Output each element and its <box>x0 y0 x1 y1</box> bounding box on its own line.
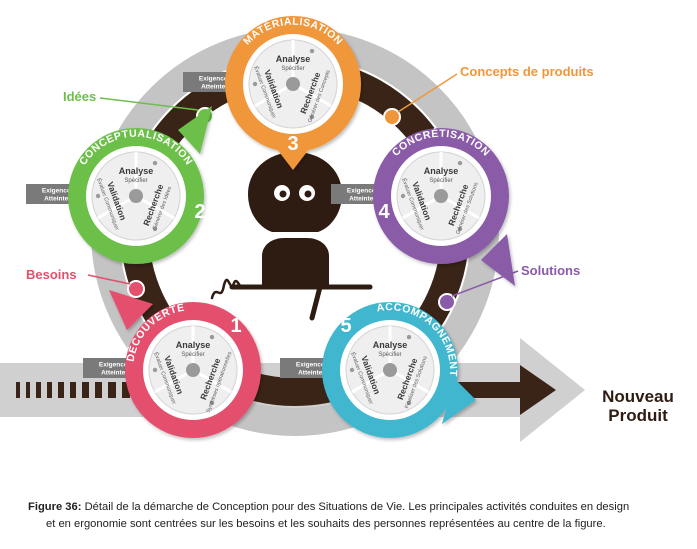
analyse-label: Analyse <box>176 340 211 350</box>
analyse-label: Analyse <box>119 166 154 176</box>
timeline-dash <box>108 382 116 398</box>
cycle-arrow-icon <box>152 226 158 232</box>
stage-medallions: ExigencesAtteintesAnalyseSpécifierValida… <box>26 16 515 438</box>
timeline-dash <box>26 382 30 398</box>
cycle-hub <box>186 363 200 377</box>
output-label-line1: Nouveau <box>602 387 674 406</box>
stage-concretisation: ExigencesAtteintesAnalyseSpécifierValida… <box>331 127 515 286</box>
timeline-dash <box>36 382 41 398</box>
idees-line <box>99 97 199 111</box>
stage-number: 1 <box>230 315 241 337</box>
person-squiggle <box>210 278 245 300</box>
analyse-label: Analyse <box>373 340 408 350</box>
analyse-label: Analyse <box>424 166 459 176</box>
cycle-arrow-icon <box>209 334 215 340</box>
analyse-sub-label: Spécifier <box>378 352 401 358</box>
stage-tab <box>178 106 212 154</box>
timeline-dash <box>70 382 76 398</box>
stage-decouverte: ExigencesAtteintesAnalyseSpécifierValida… <box>83 290 261 438</box>
atteintes-text: Atteintes <box>201 84 229 91</box>
atteintes-text: Atteintes <box>349 196 377 203</box>
stage-number: 2 <box>194 201 205 223</box>
concepts-label: Concepts de produits <box>460 64 594 79</box>
cycle-arrow-icon <box>209 400 215 406</box>
person-pupil-left <box>279 190 287 198</box>
exigences-text: Exigences <box>42 188 75 195</box>
cycle-arrow-icon <box>400 193 406 199</box>
stage-accompagnement: ExigencesAtteintesAnalyseSpécifierValida… <box>280 301 476 438</box>
stage-tab <box>481 234 515 286</box>
solutions-dot <box>438 293 456 311</box>
concepts-dot <box>383 108 401 126</box>
cycle-divider-icon <box>95 152 175 232</box>
timeline-dash <box>122 382 130 398</box>
cycle-arrow-icon <box>95 193 101 199</box>
person-figure <box>210 152 373 321</box>
person-pupil-right <box>304 190 312 198</box>
concepts-line <box>397 73 458 113</box>
timeline-dash <box>47 382 52 398</box>
stage-number: 4 <box>378 201 390 223</box>
atteintes-text: Atteintes <box>44 196 72 203</box>
caption-line1: Détail de la démarche de Conception pour… <box>84 501 630 513</box>
analyse-sub-label: Spécifier <box>281 66 304 72</box>
stage-tab <box>109 290 153 330</box>
besoins-dot <box>127 280 145 298</box>
cycle-arrow-icon <box>457 226 463 232</box>
cycle-hub <box>383 363 397 377</box>
caption-line2: et en ergonomie sont centrées sur les be… <box>46 518 606 530</box>
stage-materialisation: ExigencesAtteintesAnalyseSpécifierValida… <box>183 16 361 170</box>
cycle-divider-icon <box>400 152 480 232</box>
timeline-dash <box>82 382 89 398</box>
design-process-diagram: ExigencesAtteintesAnalyseSpécifierValida… <box>0 16 674 442</box>
besoins-line <box>87 274 131 285</box>
stage-number: 3 <box>287 133 298 155</box>
cycle-arrow-icon <box>152 160 158 166</box>
person-body <box>262 238 329 285</box>
timeline-dash <box>16 382 20 398</box>
solutions-label: Solutions <box>521 263 580 278</box>
exigences-text: Exigences <box>199 76 232 83</box>
stage-tab <box>442 378 476 424</box>
atteintes-text: Atteintes <box>101 370 129 377</box>
idees-label: Idées <box>63 89 96 104</box>
cycle-arrow-icon <box>406 400 412 406</box>
exigences-text: Exigences <box>99 362 132 369</box>
cycle-arrow-icon <box>457 160 463 166</box>
timeline-dash <box>58 382 64 398</box>
stage-conceptualisation: ExigencesAtteintesAnalyseSpécifierValida… <box>26 106 212 264</box>
person-head <box>248 152 342 232</box>
caption-label: Figure 36: <box>28 501 82 513</box>
cycle-arrow-icon <box>152 367 158 373</box>
person-leg <box>309 284 323 321</box>
analyse-label: Analyse <box>276 54 311 64</box>
cycle-arrow-icon <box>309 114 315 120</box>
exigences-text: Exigences <box>296 362 329 369</box>
cycle-hub <box>286 77 300 91</box>
analyse-sub-label: Spécifier <box>181 352 204 358</box>
analyse-sub-label: Spécifier <box>124 178 147 184</box>
cycle-arrow-icon <box>349 367 355 373</box>
cycle-arrow-icon <box>252 81 258 87</box>
besoins-label: Besoins <box>26 267 77 282</box>
stage-number: 5 <box>340 315 351 337</box>
cycle-arrow-icon <box>309 48 315 54</box>
cycle-hub <box>434 189 448 203</box>
atteintes-text: Atteintes <box>298 370 326 377</box>
output-label-line2: Produit <box>608 406 668 425</box>
cycle-hub <box>129 189 143 203</box>
cycle-divider-icon <box>152 326 232 406</box>
figure-caption: Figure 36: Détail de la démarche de Conc… <box>28 499 678 533</box>
exigences-text: Exigences <box>347 188 380 195</box>
cycle-arrow-icon <box>406 334 412 340</box>
stage-tab <box>273 144 313 170</box>
cycle-divider-icon <box>349 326 429 406</box>
timeline-dash <box>95 382 102 398</box>
cycle-divider-icon <box>252 40 332 120</box>
timeline-arrow-inner <box>430 365 556 415</box>
analyse-sub-label: Spécifier <box>429 178 452 184</box>
